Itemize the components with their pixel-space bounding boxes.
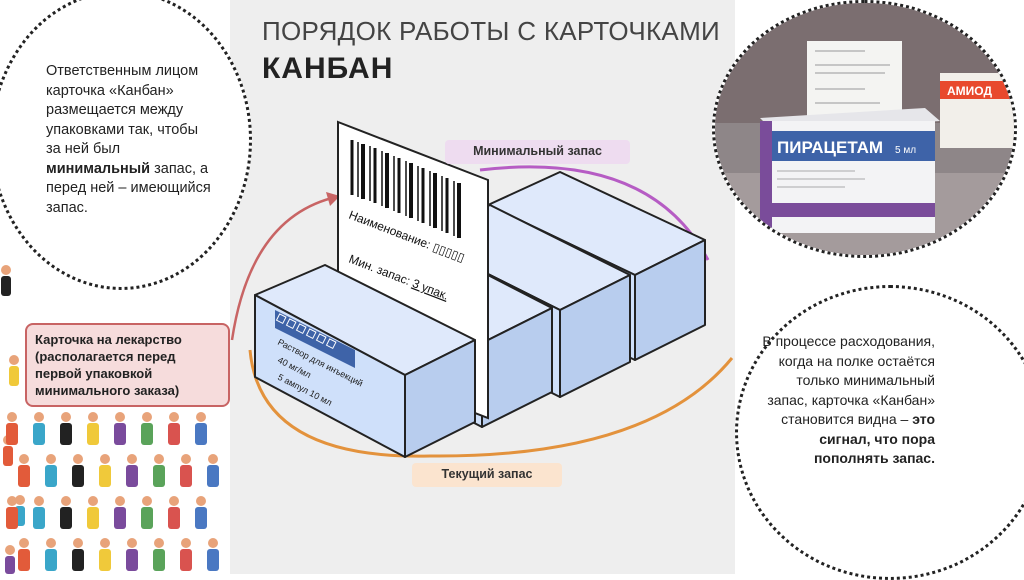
- right-note-circle: [735, 285, 1024, 580]
- slide-title-accent: КАНБАН: [262, 52, 394, 85]
- main-box-label: ПИРАЦЕТАМ: [777, 138, 883, 157]
- barcode: [350, 140, 461, 238]
- slide-title: ПОРЯДОК РАБОТЫ С КАРТОЧКАМИ: [262, 16, 721, 46]
- main-box-volume: 5 мл: [895, 145, 916, 156]
- right-note-text: В процессе расходования, когда на полке …: [762, 333, 935, 466]
- photo-circle: АМИОД ПИРАЦЕТАМ 5 мл: [712, 0, 1017, 258]
- current-stock-arc: [248, 349, 734, 458]
- current-stock-tag: Текущий запас: [412, 463, 562, 487]
- people-crowd-illustration: [6, 412, 219, 571]
- medicine-photo: АМИОД ПИРАЦЕТАМ 5 мл: [715, 3, 1014, 255]
- card-label-box: Карточка на лекарство (располагается пер…: [25, 323, 230, 407]
- arrow-line: [230, 196, 333, 341]
- kanban-illustration: Наименование: ▯▯▯▯▯ Мин. запас: 3 упак. …: [230, 120, 734, 458]
- arrow-head: [326, 192, 340, 206]
- min-stock-tag: Минимальный запас: [445, 140, 630, 164]
- side-box-label: АМИОД: [947, 84, 992, 98]
- left-note-text: Ответственным лицом карточка «Канбан» ра…: [46, 63, 211, 216]
- left-note-circle: [0, 0, 252, 290]
